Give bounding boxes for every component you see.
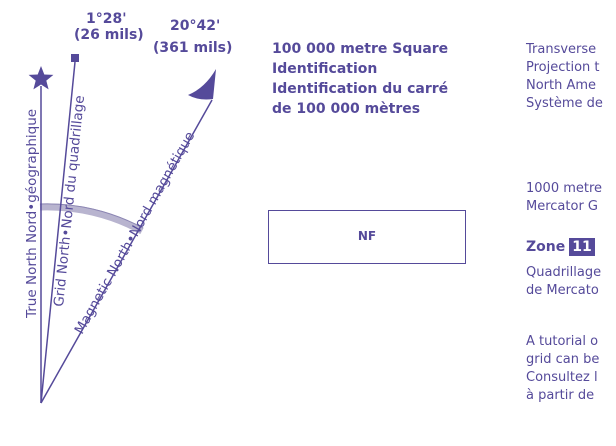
square-id-heading-fr-1: Identification du carré — [272, 81, 449, 97]
grid-line: Mercator G — [526, 199, 598, 214]
zone-number-badge: 11 — [569, 238, 595, 256]
tutorial-text: A tutorial o grid can be Consultez l à p… — [526, 333, 599, 405]
grid-north-line — [40, 61, 76, 404]
projection-line: Projection t — [526, 60, 600, 75]
magnetic-angle-mils: (361 mils) — [153, 40, 233, 56]
true-north-label: True North Nord•géographique — [24, 109, 40, 319]
grid-angle-mils: (26 mils) — [74, 27, 144, 43]
quadrillage-text: Quadrillage de Mercato — [526, 264, 601, 300]
magnetic-arrow-icon — [188, 69, 216, 100]
square-id-box: NF — [268, 210, 466, 264]
grid-text: 1000 metre Mercator G — [526, 180, 602, 216]
star-icon — [28, 66, 54, 90]
projection-text: Transverse Projection t North Ame Systèm… — [526, 41, 603, 113]
grid-angle-degrees: 1°28' — [86, 11, 127, 27]
zone-label: Zone — [526, 239, 566, 255]
tutorial-line: grid can be — [526, 352, 600, 367]
magnetic-angle-label: 20°42' — [170, 18, 221, 34]
projection-line: North Ame — [526, 78, 597, 93]
square-id-heading-en-1: 100 000 metre Square — [272, 41, 449, 57]
grid-line: 1000 metre — [526, 181, 603, 196]
square-id-heading: 100 000 metre Square Identification Iden… — [272, 39, 482, 119]
square-id-code: NF — [357, 229, 377, 243]
projection-line: Transverse — [526, 42, 597, 57]
grid-north-square-icon — [71, 54, 79, 62]
tutorial-line: Consultez l — [526, 370, 598, 385]
tutorial-line: A tutorial o — [526, 334, 599, 349]
magnetic-north-label: Magnetic North•Nord magnétique — [72, 129, 199, 337]
grid-angle-label: 1°28' — [86, 11, 127, 27]
quad-line: Quadrillage — [526, 265, 602, 280]
magnetic-north-line — [40, 99, 213, 404]
declination-arc-edge — [39, 203, 144, 229]
square-id-heading-en-2: Identification — [272, 61, 378, 77]
grid-north-label: Grid North•Nord du quadrillage — [51, 95, 88, 308]
square-id-heading-fr-2: de 100 000 mètres — [272, 101, 421, 117]
quad-line: de Mercato — [526, 283, 599, 298]
projection-line: Système de — [526, 96, 603, 111]
tutorial-line: à partir de — [526, 388, 595, 403]
declination-arc — [39, 203, 144, 235]
